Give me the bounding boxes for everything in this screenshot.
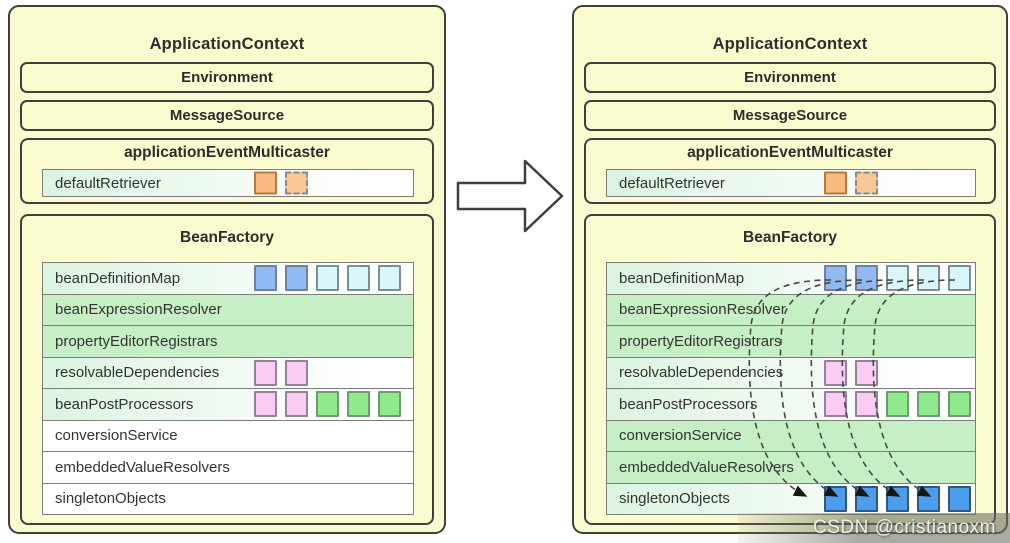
sblue-square — [824, 485, 847, 512]
data-row: beanDefinitionMap — [43, 263, 413, 294]
row-label: beanDefinitionMap — [55, 269, 181, 287]
data-row: embeddedValueResolvers — [607, 451, 975, 483]
pink-square — [254, 359, 277, 386]
pink-square — [855, 391, 878, 418]
data-row: propertyEditorRegistrars — [607, 325, 975, 357]
green-square — [316, 391, 339, 418]
application-event-multicaster-box: applicationEventMulticaster defaultRetri… — [20, 138, 434, 204]
blue-square — [285, 265, 308, 292]
message-source-label: MessageSource — [169, 107, 285, 124]
green-square — [378, 391, 401, 418]
application-event-multicaster-box: applicationEventMulticaster defaultRetri… — [584, 138, 996, 204]
application-event-multicaster-title: applicationEventMulticaster — [687, 144, 893, 161]
row-label: singletonObjects — [619, 490, 730, 508]
data-row: conversionService — [43, 419, 413, 451]
data-row: beanExpressionResolver — [607, 293, 975, 325]
orange-square — [285, 171, 308, 195]
green-square — [886, 391, 909, 418]
pink-square — [254, 391, 277, 418]
sblue-square — [855, 485, 878, 512]
pink-square — [285, 391, 308, 418]
application-context-panel-before: ApplicationContext Environment MessageSo… — [8, 5, 446, 534]
environment-box: Environment — [20, 62, 434, 93]
cyan-square — [886, 265, 909, 292]
watermark: CSDN @cristianoxm — [738, 513, 1010, 543]
row-label: conversionService — [619, 427, 742, 445]
row-label: beanExpressionResolver — [619, 301, 786, 319]
row-label: propertyEditorRegistrars — [619, 332, 782, 350]
message-source-label: MessageSource — [732, 107, 848, 124]
application-context-title: ApplicationContext — [712, 35, 868, 53]
green-square — [917, 391, 940, 418]
cyan-square — [316, 265, 339, 292]
cyan-square — [347, 265, 370, 292]
orange-square — [824, 171, 847, 195]
blue-square — [824, 265, 847, 292]
row-label: defaultRetriever — [55, 174, 161, 192]
row-label: propertyEditorRegistrars — [55, 332, 218, 350]
data-row: beanPostProcessors — [607, 388, 975, 420]
blue-square — [855, 265, 878, 292]
pink-square — [285, 359, 308, 386]
row-label: beanDefinitionMap — [619, 269, 745, 287]
data-row: singletonObjects — [607, 482, 975, 514]
row-label: resolvableDependencies — [55, 364, 220, 382]
data-row: embeddedValueResolvers — [43, 451, 413, 483]
sblue-square — [948, 485, 971, 512]
environment-label: Environment — [181, 69, 273, 86]
row-label: defaultRetriever — [619, 174, 725, 192]
orange-square — [855, 171, 878, 195]
data-row: beanDefinitionMap — [607, 263, 975, 294]
bean-factory-title: BeanFactory — [180, 229, 274, 246]
pink-square — [824, 359, 847, 386]
default-retriever-row-slot: defaultRetriever — [42, 169, 414, 197]
application-event-multicaster-title: applicationEventMulticaster — [124, 144, 330, 161]
cyan-square — [917, 265, 940, 292]
green-square — [347, 391, 370, 418]
row-label: beanPostProcessors — [55, 395, 194, 413]
environment-label: Environment — [744, 69, 836, 86]
transform-arrow-icon — [456, 159, 564, 233]
data-row: defaultRetriever — [607, 170, 975, 196]
row-label: embeddedValueResolvers — [55, 458, 230, 476]
sblue-square — [886, 485, 909, 512]
row-label: embeddedValueResolvers — [619, 458, 794, 476]
cyan-square — [948, 265, 971, 292]
message-source-box: MessageSource — [584, 100, 996, 131]
bean-factory-box: BeanFactory beanDefinitionMap beanExpress… — [20, 214, 434, 525]
row-label: conversionService — [55, 427, 178, 445]
row-label: beanPostProcessors — [619, 395, 758, 413]
row-label: singletonObjects — [55, 490, 166, 508]
cyan-square — [378, 265, 401, 292]
bean-factory-box: BeanFactory beanDefinitionMap beanExpress… — [584, 214, 996, 525]
environment-box: Environment — [584, 62, 996, 93]
bean-factory-title: BeanFactory — [743, 229, 837, 246]
bean-factory-rows: beanDefinitionMap beanExpressionResolver p… — [606, 262, 976, 515]
row-label: beanExpressionResolver — [55, 301, 222, 319]
data-row: defaultRetriever — [43, 170, 413, 196]
data-row: beanPostProcessors — [43, 388, 413, 420]
blue-square — [254, 265, 277, 292]
pink-square — [855, 359, 878, 386]
row-label: resolvableDependencies — [619, 364, 784, 382]
message-source-box: MessageSource — [20, 100, 434, 131]
pink-square — [824, 391, 847, 418]
default-retriever-row-slot: defaultRetriever — [606, 169, 976, 197]
data-row: resolvableDependencies — [607, 356, 975, 388]
data-row: resolvableDependencies — [43, 356, 413, 388]
data-row: beanExpressionResolver — [43, 293, 413, 325]
data-row: propertyEditorRegistrars — [43, 325, 413, 357]
data-row: conversionService — [607, 419, 975, 451]
application-context-title: ApplicationContext — [149, 35, 305, 53]
application-context-panel-after: ApplicationContext Environment MessageSo… — [572, 5, 1008, 534]
data-row: singletonObjects — [43, 482, 413, 514]
green-square — [948, 391, 971, 418]
sblue-square — [917, 485, 940, 512]
bean-factory-rows: beanDefinitionMap beanExpressionResolver p… — [42, 262, 414, 515]
orange-square — [254, 171, 277, 195]
